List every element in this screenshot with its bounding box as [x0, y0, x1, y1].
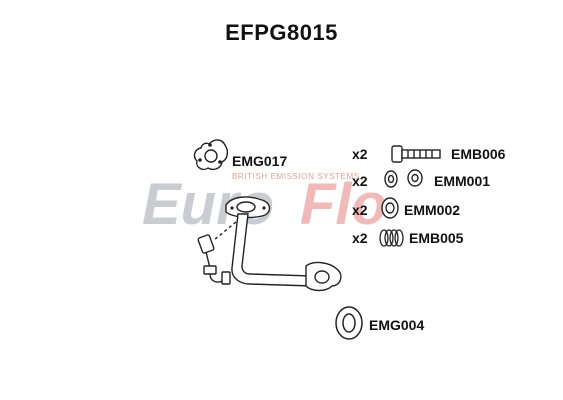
part-qty-emb006: x2	[352, 146, 368, 162]
nut-icon	[384, 169, 423, 188]
page-title: EFPG8015	[225, 20, 338, 45]
part-code-emb005: EMB005	[409, 230, 464, 246]
watermark-brand-part2: Flo	[300, 172, 387, 237]
part-qty-emm001: x2	[352, 173, 368, 189]
part-code-emm002: EMM002	[404, 202, 460, 218]
three-bolt-gasket-icon	[193, 139, 229, 171]
part-qty-emb005: x2	[352, 230, 368, 246]
watermark-tagline: BRITISH EMISSION SYSTEMS	[232, 172, 360, 181]
bolt-icon	[391, 145, 441, 163]
washer-icon	[381, 197, 399, 219]
front-pipe-icon	[197, 196, 342, 292]
spring-icon	[379, 229, 404, 247]
part-code-emm001: EMM001	[434, 173, 490, 189]
ring-gasket-icon	[335, 306, 363, 340]
part-code-emg017: EMG017	[232, 153, 287, 169]
part-code-emb006: EMB006	[451, 146, 506, 162]
part-code-emg004: EMG004	[369, 317, 424, 333]
part-qty-emm002: x2	[352, 202, 368, 218]
